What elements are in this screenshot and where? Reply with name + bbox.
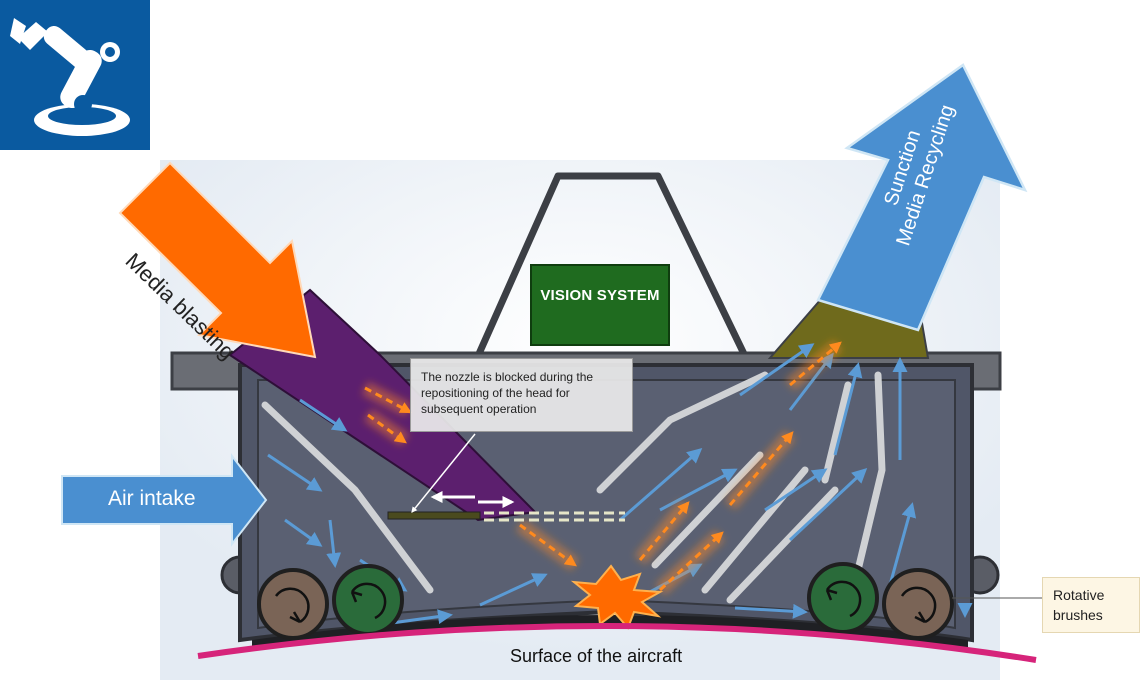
rotative-brushes-label: Rotative brushes [1042, 577, 1140, 633]
deflectors [261, 371, 886, 604]
media-flow-arrows [364, 341, 842, 592]
brush-left-inner [332, 564, 404, 636]
brush-left-outer [257, 568, 329, 640]
aircraft-surface-label: Surface of the aircraft [510, 646, 683, 666]
rotative-label-line2: brushes [1053, 607, 1103, 623]
rotative-label-line1: Rotative [1053, 587, 1105, 603]
nozzle-callout: The nozzle is blocked during the reposit… [410, 358, 633, 432]
vision-system-box [530, 264, 670, 346]
brush-right-inner [807, 562, 879, 634]
robot-logo [0, 0, 150, 150]
aircraft-surface [197, 623, 1037, 663]
vision-system-label: VISION SYSTEM [540, 287, 660, 304]
nozzle-travel-path [484, 511, 625, 522]
media-blasting-arrow [118, 161, 317, 359]
bottom-shell [252, 615, 968, 650]
air-intake-label: Air intake [108, 487, 196, 510]
air-intake-arrow [61, 453, 268, 547]
nozzle-bar [387, 511, 481, 520]
suction-arrow [816, 63, 1028, 332]
callout-pointer [411, 433, 476, 513]
nozzle-reposition-arrows [430, 491, 515, 508]
brush-right-outer [882, 568, 954, 640]
vision-frame [474, 172, 749, 358]
robot-arm-icon [10, 18, 130, 136]
